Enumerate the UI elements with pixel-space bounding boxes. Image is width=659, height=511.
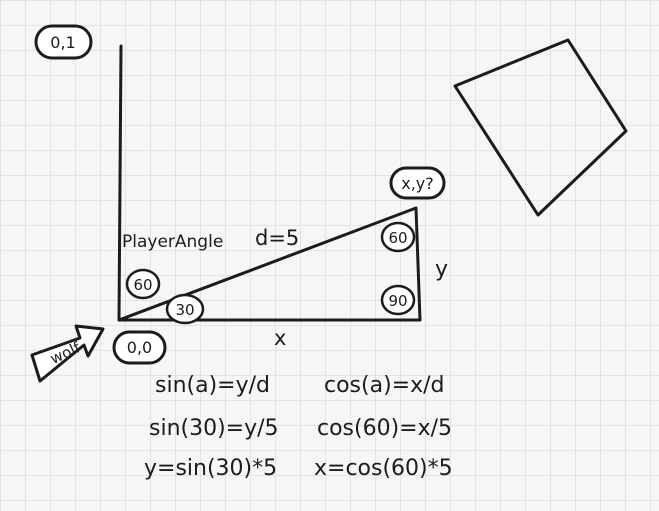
angle-top-right-value: 60 <box>388 229 407 247</box>
origin-pill: 0,0 <box>112 330 167 365</box>
equation-right-2: cos(60)=x/5 <box>317 416 452 441</box>
equation-left-1: sin(a)=y/d <box>155 373 270 398</box>
angle-badge-right-angle: 90 <box>380 284 416 316</box>
equation-left-2: sin(30)=y/5 <box>149 416 279 441</box>
equation-left-3: y=sin(30)*5 <box>144 456 277 481</box>
origin-label: 0,0 <box>127 338 152 357</box>
angle-right-angle-value: 90 <box>388 292 407 310</box>
quadrilateral-shape <box>453 38 628 217</box>
side-y-label: y <box>435 257 448 282</box>
origin-top-pill: 0,1 <box>34 24 93 60</box>
arrow-icon <box>30 324 105 383</box>
angle-near-axis-value: 60 <box>133 276 152 294</box>
equation-right-1: cos(a)=x/d <box>324 373 445 398</box>
angle-badge-near-axis: 60 <box>125 268 161 300</box>
equations-right: cos(a)=x/d cos(60)=x/5 x=cos(60)*5 <box>314 373 453 481</box>
y-axis-line <box>117 44 123 322</box>
angle-origin-value: 30 <box>175 301 194 319</box>
equations-left: sin(a)=y/d sin(30)=y/5 y=sin(30)*5 <box>144 373 279 481</box>
angle-badge-origin: 30 <box>165 293 205 325</box>
hypotenuse-label: d=5 <box>255 226 299 250</box>
wolf-arrow: wolf <box>30 324 105 383</box>
target-pill: x,y? <box>389 166 446 200</box>
origin-top-label: 0,1 <box>50 33 75 52</box>
equation-right-3: x=cos(60)*5 <box>314 456 453 481</box>
target-label: x,y? <box>401 174 434 193</box>
side-x-label: x <box>274 326 286 350</box>
angle-badge-top-right: 60 <box>380 221 416 253</box>
triangle <box>117 206 422 322</box>
player-angle-label: PlayerAngle <box>122 232 223 252</box>
